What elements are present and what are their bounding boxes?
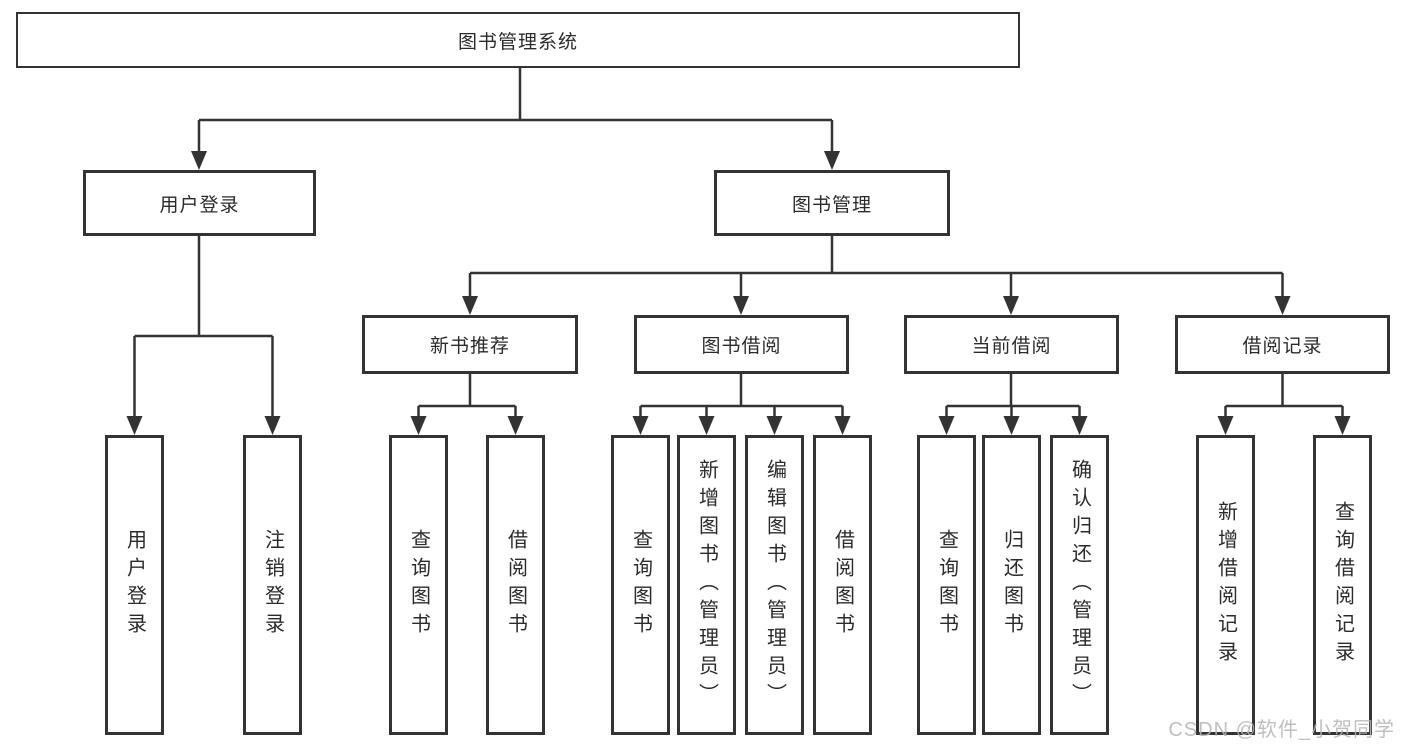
- leaf-return-books: 归还图书: [982, 435, 1041, 735]
- leaf-label: 查询借阅记录: [1331, 501, 1354, 669]
- node-current-borrowing: 当前借阅: [904, 315, 1119, 374]
- leaf-query-borrow-record: 查询借阅记录: [1313, 435, 1372, 735]
- leaf-user-login: 用户登录: [105, 435, 164, 735]
- leaf-label: 注销登录: [261, 529, 284, 641]
- leaf-confirm-return-admin: 确认归还（管理员）: [1050, 435, 1109, 735]
- leaf-label: 新增借阅记录: [1214, 501, 1237, 669]
- node-user-login: 用户登录: [83, 170, 316, 236]
- leaf-query-books-borrowing: 查询图书: [611, 435, 670, 735]
- node-new-book-recommendation: 新书推荐: [362, 315, 578, 374]
- leaf-label: 借阅图书: [504, 529, 527, 641]
- leaf-add-borrow-record: 新增借阅记录: [1196, 435, 1255, 735]
- leaf-add-books-admin: 新增图书（管理员）: [677, 435, 736, 735]
- leaf-label: 查询图书: [629, 529, 652, 641]
- leaf-borrow-books-borrowing: 借阅图书: [813, 435, 872, 735]
- leaf-label: 查询图书: [935, 529, 958, 641]
- leaf-query-books-recommend: 查询图书: [389, 435, 448, 735]
- leaf-edit-books-admin: 编辑图书（管理员）: [745, 435, 804, 735]
- node-book-management: 图书管理: [714, 170, 950, 236]
- arrowheads: [126, 151, 1351, 435]
- leaf-borrow-books-recommend: 借阅图书: [486, 435, 545, 735]
- node-borrowing-records: 借阅记录: [1175, 315, 1390, 374]
- leaf-label: 归还图书: [1000, 529, 1023, 641]
- node-library-system: 图书管理系统: [16, 12, 1020, 68]
- leaf-label: 新增图书（管理员）: [695, 459, 718, 711]
- leaf-logout: 注销登录: [243, 435, 302, 735]
- leaf-label: 借阅图书: [831, 529, 854, 641]
- node-book-borrowing: 图书借阅: [634, 315, 849, 374]
- leaf-label: 确认归还（管理员）: [1068, 459, 1091, 711]
- csdn-watermark: CSDN @软件_小贺同学: [1168, 719, 1395, 741]
- leaf-label: 编辑图书（管理员）: [763, 459, 786, 711]
- leaf-label: 查询图书: [407, 529, 430, 641]
- leaf-query-books-current: 查询图书: [917, 435, 976, 735]
- leaf-label: 用户登录: [123, 529, 146, 641]
